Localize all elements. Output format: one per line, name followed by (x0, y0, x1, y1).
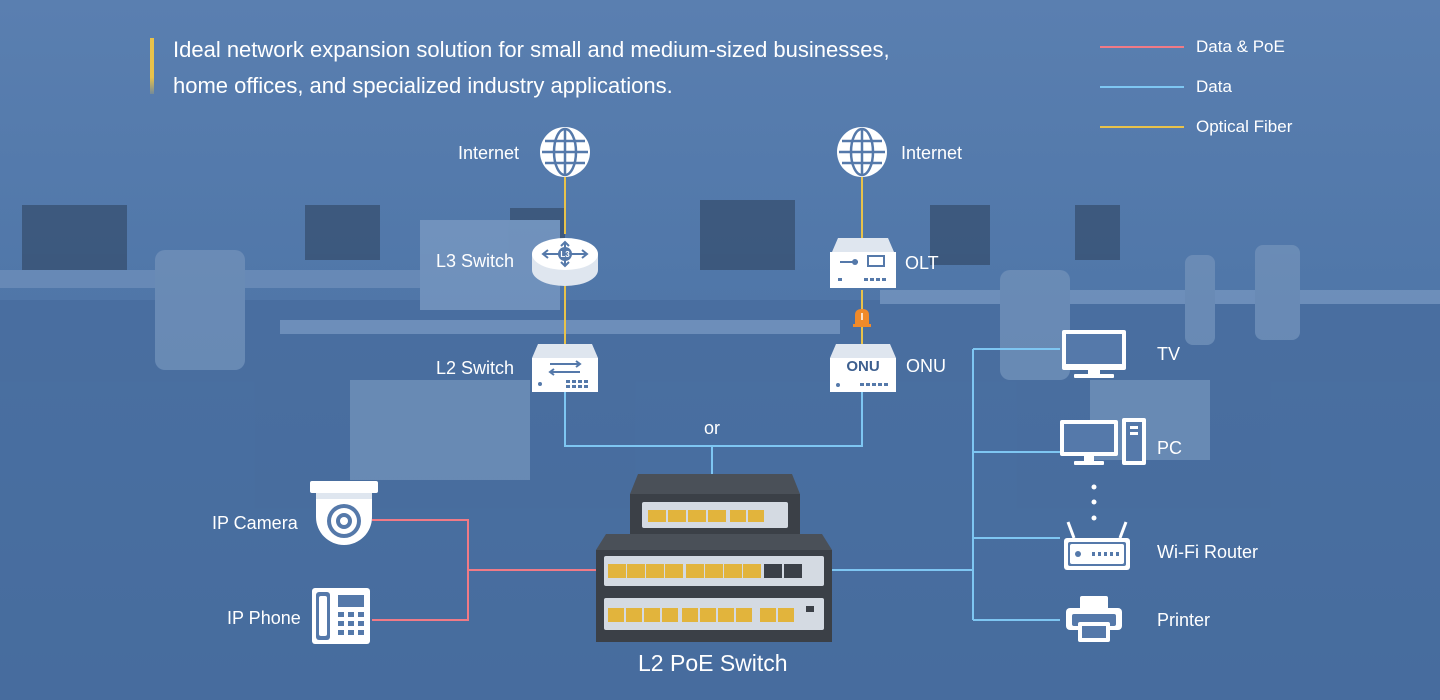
l3-switch-icon: L3 (532, 238, 598, 286)
label-pc: PC (1157, 438, 1183, 458)
page-headline: Ideal network expansion solution for sma… (173, 32, 1073, 104)
headline-line-2: home offices, and specialized industry a… (173, 73, 673, 98)
olt-icon (830, 238, 896, 288)
label-or: or (704, 418, 721, 438)
label-printer: Printer (1157, 610, 1211, 630)
label-l2-switch: L2 Switch (436, 358, 515, 378)
ip-phone-icon (312, 588, 370, 644)
legend-item-data-poe: Data & PoE (1100, 36, 1360, 58)
legend-swatch (1100, 86, 1184, 88)
onu-box-text: ONU (846, 358, 879, 375)
label-ip-camera: IP Camera (212, 513, 298, 533)
poe-switch-medium (596, 534, 832, 590)
label-l2-poe-switch: L2 PoE Switch (638, 650, 788, 676)
label-ip-phone: IP Phone (227, 608, 301, 628)
legend-swatch (1100, 46, 1184, 48)
legend-label: Data & PoE (1196, 37, 1285, 56)
pc-icon (1060, 418, 1146, 465)
legend-item-optical-fiber: Optical Fiber (1100, 116, 1360, 138)
label-internet-left: Internet (458, 143, 520, 163)
splitter-icon (853, 309, 871, 327)
headline-accent-bar (150, 38, 154, 94)
poe-switch-large (596, 590, 832, 642)
label-l3-switch: L3 Switch (436, 251, 515, 271)
printer-icon (1066, 596, 1122, 642)
label-tv: TV (1157, 344, 1181, 364)
onu-icon: ONU (830, 344, 896, 392)
poe-links (372, 519, 598, 621)
l2-switch-icon (532, 344, 598, 392)
legend-label: Optical Fiber (1196, 117, 1293, 136)
headline-line-1: Ideal network expansion solution for sma… (173, 37, 890, 62)
globe-icon (540, 127, 590, 177)
globe-icon (837, 127, 887, 177)
label-onu: ONU (906, 356, 946, 376)
ip-camera-icon (310, 481, 378, 545)
label-olt: OLT (905, 253, 939, 273)
label-internet-right: Internet (901, 143, 963, 163)
more-devices-dots (1091, 484, 1097, 521)
label-wifi-router: Wi-Fi Router (1157, 542, 1259, 562)
legend-item-data: Data (1100, 76, 1360, 98)
legend-label: Data (1196, 77, 1232, 96)
poe-switch-small (630, 474, 800, 534)
data-link-l2-onu (564, 392, 863, 447)
legend-swatch (1100, 126, 1184, 128)
l3-badge: L3 (560, 250, 570, 259)
wifi-router-icon (1064, 521, 1130, 570)
data-links (564, 348, 1060, 621)
tv-icon (1062, 330, 1126, 378)
